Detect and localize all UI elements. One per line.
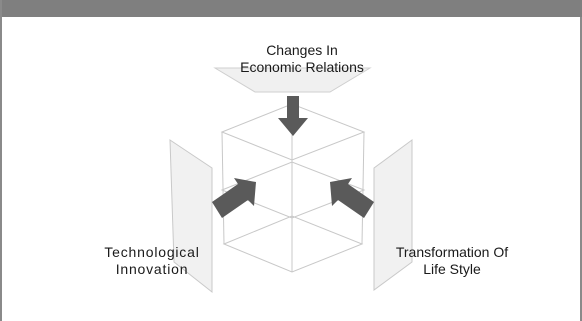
label-line: Transformation Of <box>395 244 509 260</box>
header-bar <box>2 0 582 17</box>
label-technological-innovation: Technological Innovation <box>52 244 252 278</box>
label-line: Changes In <box>266 42 338 58</box>
left-panel <box>169 139 213 294</box>
right-panel <box>373 139 413 291</box>
label-line: Life Style <box>423 261 481 277</box>
label-line: Innovation <box>115 261 189 277</box>
cube-wireframe <box>220 103 366 273</box>
label-line: Technological <box>104 244 200 260</box>
top-panel <box>213 67 372 93</box>
arrow-right-icon <box>212 178 256 218</box>
arrow-left-icon <box>330 178 374 218</box>
label-line: Economic Relations <box>240 59 364 75</box>
label-economic-relations: Changes In Economic Relations <box>202 42 402 76</box>
label-life-style: Transformation Of Life Style <box>352 244 552 278</box>
arrow-down-icon <box>278 96 308 136</box>
